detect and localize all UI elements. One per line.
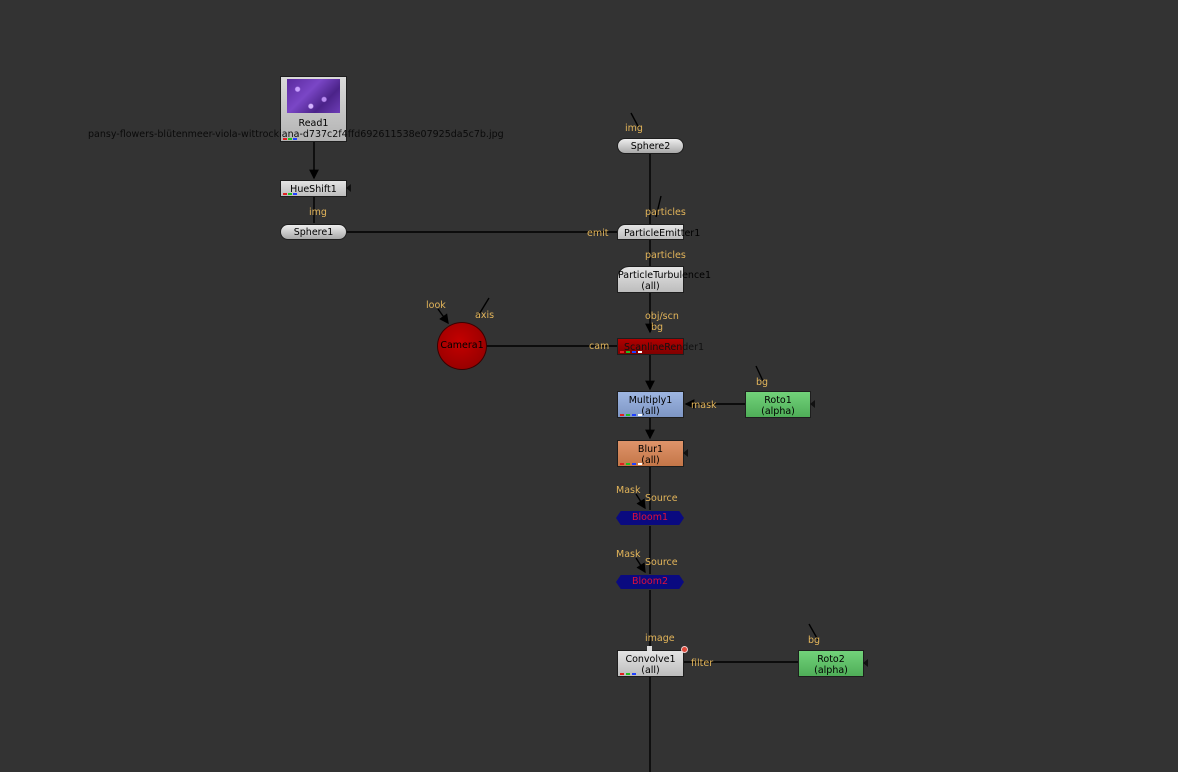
particle-emitter1-node[interactable]: ParticleEmitter1 <box>617 224 700 240</box>
red-channel-indicator <box>620 414 624 416</box>
roto2-mask-input-icon[interactable] <box>863 659 868 667</box>
green-channel-indicator <box>626 351 630 353</box>
alpha-channel-indicator <box>638 414 642 416</box>
blur1-mask-input-icon[interactable] <box>683 449 688 457</box>
red-channel-indicator <box>620 673 624 675</box>
roto2-sub: (alpha) <box>814 665 848 676</box>
camera1-label: Camera1 <box>440 340 484 351</box>
read1-thumbnail <box>287 79 340 113</box>
blue-channel-indicator <box>632 414 636 416</box>
camera-look-input-label: look <box>426 300 446 311</box>
sphere2-node[interactable]: Sphere2 <box>617 138 684 154</box>
edge-roto1-bg <box>755 365 764 382</box>
scanline-render1-node[interactable]: ScanlineRender1 <box>617 338 704 355</box>
roto1-sub: (alpha) <box>761 406 795 417</box>
roto1-label: Roto1 <box>764 395 792 406</box>
bloom2-node[interactable]: Bloom2 <box>616 575 684 589</box>
edge-roto2-bg <box>808 623 819 641</box>
blue-channel-indicator <box>293 138 297 140</box>
emitter-emit-input-label: emit <box>587 228 609 239</box>
convolve1-status-dot <box>681 646 688 653</box>
particle-turbulence1-node[interactable]: ParticleTurbulence1 (all) <box>617 266 712 293</box>
read1-node[interactable]: Read1 <box>280 76 347 142</box>
camera1-node[interactable]: Camera1 <box>437 322 487 370</box>
scanline-render1-label: ScanlineRender1 <box>624 342 705 353</box>
green-channel-indicator <box>626 673 630 675</box>
alpha-channel-indicator <box>638 351 642 353</box>
bloom2-label: Bloom2 <box>631 576 669 587</box>
edge-camera-axis <box>477 297 490 317</box>
bloom2-mask-input-label: Mask <box>616 549 641 560</box>
red-channel-indicator <box>620 351 624 353</box>
bloom2-source-input-label: Source <box>645 557 678 568</box>
particle-turbulence1-sub: (all) <box>641 281 660 292</box>
render-bg-input-label: bg <box>651 322 664 333</box>
multiply1-sub: (all) <box>641 406 660 417</box>
bloom1-mask-input-label: Mask <box>616 485 641 496</box>
convolve1-label: Convolve1 <box>625 654 676 665</box>
render-cam-input-label: cam <box>589 341 610 352</box>
roto1-bg-input-label: bg <box>756 377 769 388</box>
edge-bloom1-mask <box>635 493 646 510</box>
blue-channel-indicator <box>632 351 636 353</box>
bloom1-label: Bloom1 <box>631 512 669 523</box>
emitter-particles-input-label: particles <box>645 207 686 218</box>
sphere2-label: Sphere2 <box>630 141 671 152</box>
red-channel-indicator <box>283 138 287 140</box>
green-channel-indicator <box>626 463 630 465</box>
camera-axis-input-label: axis <box>475 310 495 321</box>
sphere1-label: Sphere1 <box>293 227 334 238</box>
read1-label: Read1 <box>298 118 329 129</box>
convolve1-sub: (all) <box>641 665 660 676</box>
read1-filename: pansy-flowers-blütenmeer-viola-wittrocki… <box>88 129 504 140</box>
multiply1-label: Multiply1 <box>628 395 673 406</box>
roto1-node[interactable]: Roto1 (alpha) <box>745 391 811 418</box>
bloom1-source-input-label: Source <box>645 493 678 504</box>
render-objscn-input-label: obj/scn <box>645 311 679 322</box>
blue-channel-indicator <box>632 463 636 465</box>
edge-camera-look <box>437 308 449 325</box>
convolve1-input-handle[interactable] <box>647 646 652 651</box>
multiply1-node[interactable]: Multiply1 (all) <box>617 391 684 418</box>
green-channel-indicator <box>288 138 292 140</box>
convolve-filter-input-label: filter <box>691 658 714 669</box>
blue-channel-indicator <box>293 193 297 195</box>
bloom1-node[interactable]: Bloom1 <box>616 511 684 525</box>
red-channel-indicator <box>283 193 287 195</box>
particle-emitter1-label: ParticleEmitter1 <box>624 228 701 239</box>
red-channel-indicator <box>620 463 624 465</box>
multiply-mask-input-label: mask <box>691 400 717 411</box>
blur1-label: Blur1 <box>637 444 664 455</box>
hueshift1-mask-input-icon[interactable] <box>346 184 351 192</box>
sphere2-img-input-label: img <box>625 123 643 134</box>
green-channel-indicator <box>626 414 630 416</box>
edge-bloom2-mask <box>635 557 646 574</box>
edge-sphere2-stub <box>630 112 640 129</box>
hueshift1-node[interactable]: HueShift1 <box>280 180 347 197</box>
sphere1-node[interactable]: Sphere1 <box>280 224 347 240</box>
blue-channel-indicator <box>632 673 636 675</box>
sphere1-img-input-label: img <box>309 207 327 218</box>
blur1-sub: (all) <box>641 455 660 466</box>
roto1-mask-input-icon[interactable] <box>810 400 815 408</box>
particle-turbulence1-label: ParticleTurbulence1 <box>618 270 712 281</box>
convolve-image-input-label: image <box>645 633 675 644</box>
roto2-bg-input-label: bg <box>808 635 821 646</box>
roto2-node[interactable]: Roto2 (alpha) <box>798 650 864 677</box>
hueshift1-label: HueShift1 <box>290 184 337 195</box>
blur1-node[interactable]: Blur1 (all) <box>617 440 684 467</box>
roto2-label: Roto2 <box>817 654 845 665</box>
alpha-channel-indicator <box>638 463 642 465</box>
turbulence-particles-input-label: particles <box>645 250 686 261</box>
green-channel-indicator <box>288 193 292 195</box>
edge-emitter-stub <box>655 195 662 218</box>
convolve1-node[interactable]: Convolve1 (all) <box>617 650 684 677</box>
